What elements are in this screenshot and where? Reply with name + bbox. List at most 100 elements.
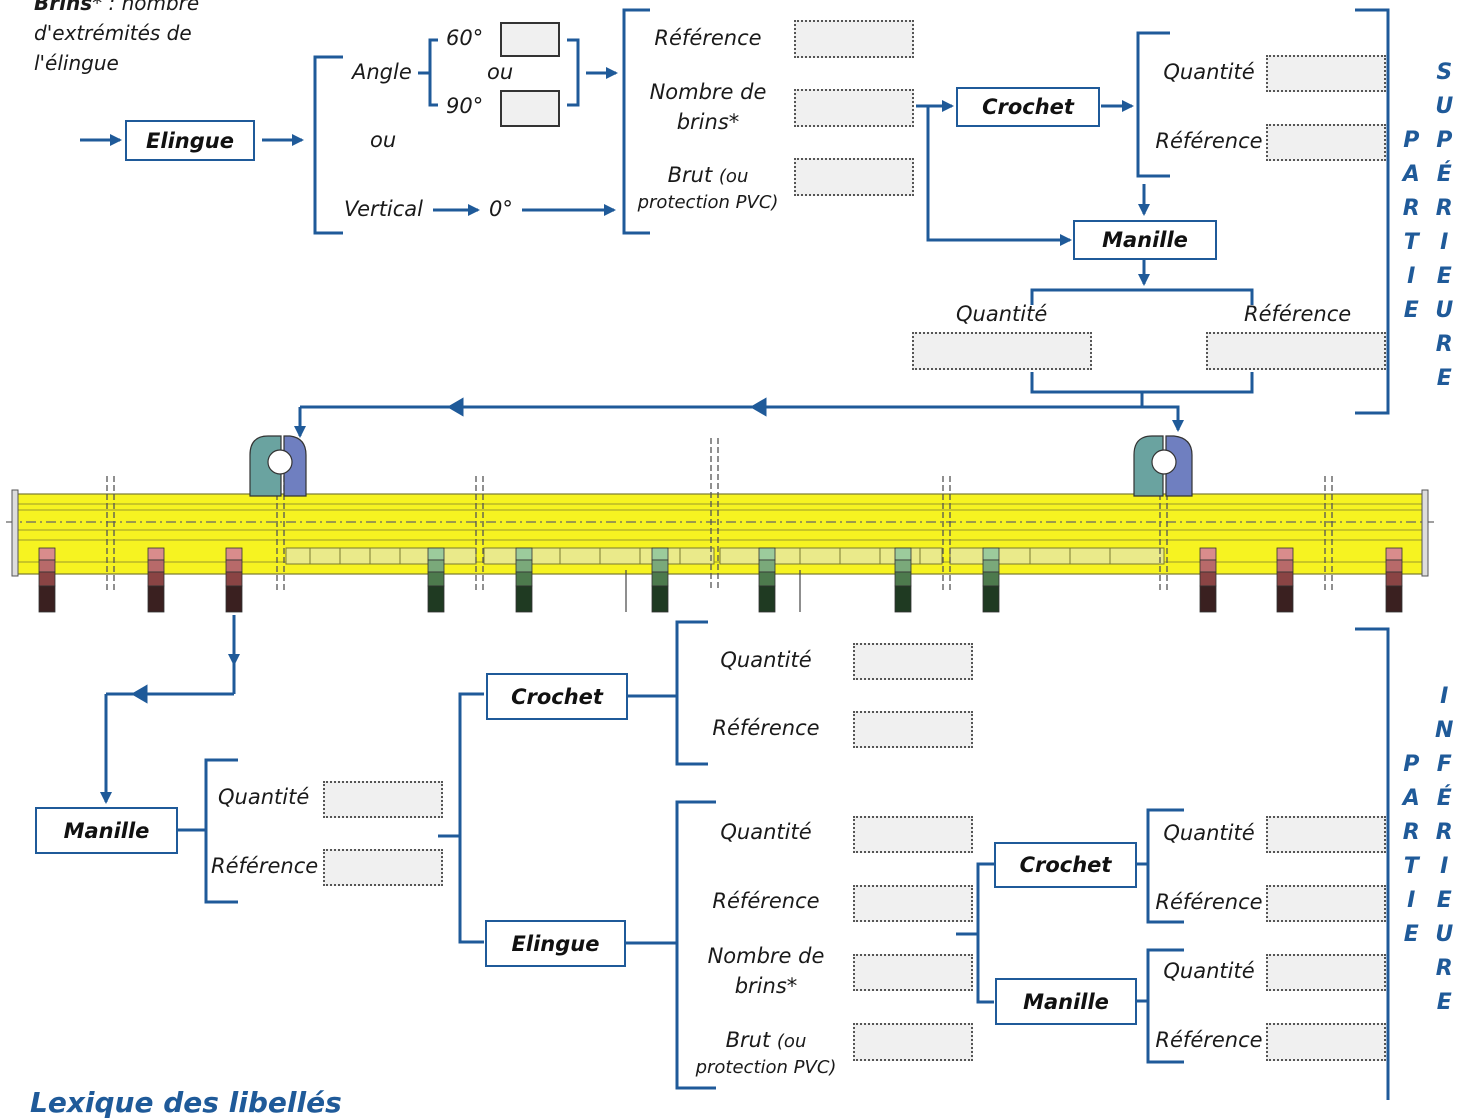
bracket-angle-vertical: [313, 55, 343, 235]
bottom-elingue-reference-field[interactable]: [853, 885, 973, 922]
arrow-left-1: [447, 397, 464, 417]
manille-quantite-field[interactable]: [912, 332, 1092, 370]
crochet-reference-label: Référence: [1155, 129, 1263, 153]
bracket-crochet-props: [1136, 31, 1170, 178]
brut-word: Brut: [667, 163, 713, 187]
elingue-box-bottom[interactable]: Elingue: [485, 920, 626, 967]
lifting-lug-right: [1133, 435, 1164, 497]
elingue-brut-label: Brut (ou: [630, 165, 786, 186]
manille-box-top[interactable]: Manille: [1073, 220, 1217, 260]
spreader-beam-illustration: [6, 435, 1434, 613]
crochet-box-bottom[interactable]: Crochet: [486, 673, 628, 720]
manille-reference-label: Référence: [1244, 302, 1352, 326]
bracket-bottom-manille-props: [204, 758, 238, 904]
clamp-red-2: [147, 547, 165, 613]
bottom-elingue-protection-label: protection PVC): [695, 1057, 837, 1078]
clamp-red-5: [1276, 547, 1294, 613]
bracket-bottom-elingue-props: [675, 800, 716, 1090]
partie-label-top: PARTIE: [1398, 128, 1424, 332]
partie-text-top: PARTIE: [1398, 128, 1424, 332]
bottom-manille-reference-field[interactable]: [323, 849, 443, 886]
crochet-box-top[interactable]: Crochet: [956, 87, 1100, 127]
elingue-protection-label: protection PVC): [637, 192, 779, 213]
sub-manille-box[interactable]: Manille: [995, 978, 1137, 1025]
bottom-elingue-brut-field[interactable]: [853, 1023, 973, 1061]
inferieure-text: INFÉRIEURE: [1431, 684, 1457, 1024]
angle-label: Angle: [352, 60, 412, 84]
note-line3: l'élingue: [34, 51, 119, 75]
sub-manille-quantite-field[interactable]: [1266, 954, 1386, 991]
bracket-sub: [976, 862, 994, 1004]
bracket-partie-superieure: [1355, 8, 1390, 415]
bottom-elingue-brut-label: Brut (ou: [688, 1030, 844, 1051]
bracket-sub-manille-props: [1146, 948, 1184, 1064]
bottom-manille-reference-label: Référence: [211, 854, 319, 878]
crochet-quantite-label: Quantité: [1163, 60, 1255, 84]
bottom-crochet-quantite-label: Quantité: [720, 648, 812, 672]
sub-crochet-box[interactable]: Crochet: [994, 842, 1137, 888]
deg0-label: 0°: [489, 197, 513, 221]
bracket-bottom-crochet-props: [675, 620, 708, 766]
note-line2: d'extrémités de: [34, 21, 192, 45]
arrow-left-3: [131, 684, 148, 704]
bottom-elingue-quantite-field[interactable]: [853, 816, 973, 853]
elingue-brut-field[interactable]: [794, 158, 914, 196]
partie-label-bottom: PARTIE: [1398, 752, 1424, 956]
superieure-label: SUPÉRIEURE: [1431, 60, 1457, 400]
bottom-manille-quantite-field[interactable]: [323, 781, 443, 818]
footer-partial-title: Lexique des libellés: [30, 1086, 342, 1119]
bottom-elingue-nombre-label: Nombre de: [707, 944, 825, 968]
note-brins-bold: Brins: [34, 0, 93, 15]
elingue-reference-label: Référence: [654, 26, 762, 50]
bracket-angle-values: [428, 38, 438, 107]
bracket-crochet-elingue: [458, 692, 484, 944]
clamp-green-1: [427, 547, 445, 613]
angle-or-label: ou: [487, 60, 514, 84]
sub-manille-reference-field[interactable]: [1266, 1023, 1386, 1061]
clamp-red-3: [225, 547, 243, 613]
manille-box-bottom[interactable]: Manille: [35, 807, 178, 854]
sub-crochet-reference-field[interactable]: [1266, 885, 1386, 922]
bottom-elingue-nombre-field[interactable]: [853, 954, 973, 991]
brut-ou: (ou: [718, 166, 749, 187]
arrow-to-right-lug: [1142, 405, 1184, 432]
elingue-box-top[interactable]: Elingue: [125, 120, 255, 161]
bracket-partie-inferieure: [1355, 627, 1390, 1100]
manille-reference-field[interactable]: [1206, 332, 1386, 370]
superieure-text: SUPÉRIEURE: [1431, 60, 1457, 400]
crochet-quantite-field[interactable]: [1266, 55, 1386, 92]
bracket-angle-boxes: [567, 38, 580, 107]
clamp-green-3: [651, 547, 669, 613]
sub-crochet-quantite-field[interactable]: [1266, 816, 1386, 853]
partie-text-bottom: PARTIE: [1398, 752, 1424, 956]
bottom-brut-word: Brut: [725, 1028, 771, 1052]
inferieure-label: INFÉRIEURE: [1431, 684, 1457, 1024]
crochet-reference-field[interactable]: [1266, 124, 1386, 161]
bottom-crochet-reference-label: Référence: [712, 716, 820, 740]
arrow-left-2: [750, 397, 767, 417]
sub-manille-reference-label: Référence: [1155, 1028, 1263, 1052]
or-label-left: ou: [370, 128, 397, 152]
clamp-red-1: [38, 547, 56, 613]
bracket-elingue-props: [622, 8, 650, 235]
bracket-manille-props: [1030, 288, 1254, 305]
sub-crochet-quantite-label: Quantité: [1163, 821, 1255, 845]
bottom-crochet-reference-field[interactable]: [853, 711, 973, 748]
bottom-elingue-brins-label: brins*: [734, 974, 798, 998]
bottom-manille-quantite-label: Quantité: [218, 785, 310, 809]
clamp-green-6: [982, 547, 1000, 613]
elingue-reference-field[interactable]: [794, 20, 914, 58]
clamp-red-4: [1199, 547, 1217, 613]
sub-manille-quantite-label: Quantité: [1163, 959, 1255, 983]
bracket-sub-crochet-props: [1146, 808, 1184, 924]
angle-90-label: 90°: [446, 94, 484, 118]
angle-60-field[interactable]: [500, 22, 560, 57]
elingue-nombre-field[interactable]: [794, 89, 914, 127]
elingue-nombre-label: Nombre de: [649, 80, 767, 104]
clamp-green-2: [515, 547, 533, 613]
angle-90-field[interactable]: [500, 90, 560, 127]
lifting-lug-left: [249, 435, 282, 497]
bottom-crochet-quantite-field[interactable]: [853, 643, 973, 680]
manille-quantite-label: Quantité: [956, 302, 1048, 326]
